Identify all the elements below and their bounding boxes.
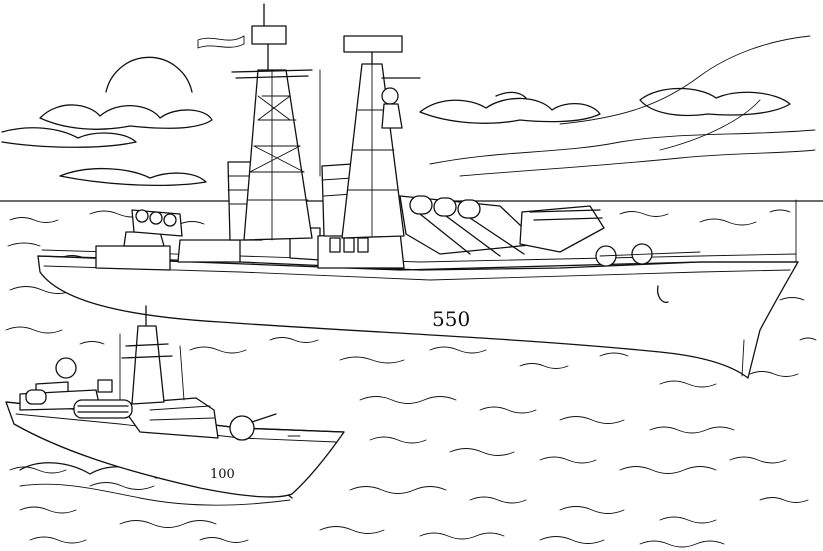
wake xyxy=(19,483,291,506)
cloud xyxy=(59,167,207,187)
cloud xyxy=(39,104,213,130)
missile-boat-mast xyxy=(131,325,165,405)
cloud-wisp xyxy=(659,99,761,151)
missile-boat-superstructure xyxy=(119,397,219,439)
forward-mast xyxy=(243,69,313,241)
destroyer: 550 xyxy=(37,3,799,379)
missile-boat: 100 xyxy=(5,305,345,498)
cloud xyxy=(639,87,791,117)
cloud-wisp xyxy=(559,35,811,125)
anchor-port xyxy=(656,285,669,303)
sun xyxy=(105,56,193,93)
sky xyxy=(1,35,816,187)
missile-boat-gun xyxy=(229,415,255,441)
cloud xyxy=(495,91,527,99)
deck-edge xyxy=(43,265,791,281)
missile-launcher-aft xyxy=(399,195,541,257)
missile-boat-hull xyxy=(5,401,345,498)
cloud-wisp xyxy=(429,129,816,165)
aft-mast xyxy=(341,63,405,239)
deck-rail xyxy=(41,249,797,263)
destroyer-hull-number: 550 xyxy=(432,307,470,331)
radar-antenna-aft xyxy=(343,35,403,53)
missile-launcher-forward xyxy=(131,209,183,237)
missile-launcher-rear xyxy=(519,205,653,267)
cloud-wisp xyxy=(459,149,816,177)
cloud xyxy=(1,127,137,148)
cloud xyxy=(419,97,601,124)
forward-superstructure xyxy=(95,245,171,271)
flag xyxy=(197,35,245,49)
radar-antenna-forward xyxy=(251,25,287,45)
missile-boat-hull-number: 100 xyxy=(210,467,235,482)
destroyer-hull xyxy=(37,255,799,379)
